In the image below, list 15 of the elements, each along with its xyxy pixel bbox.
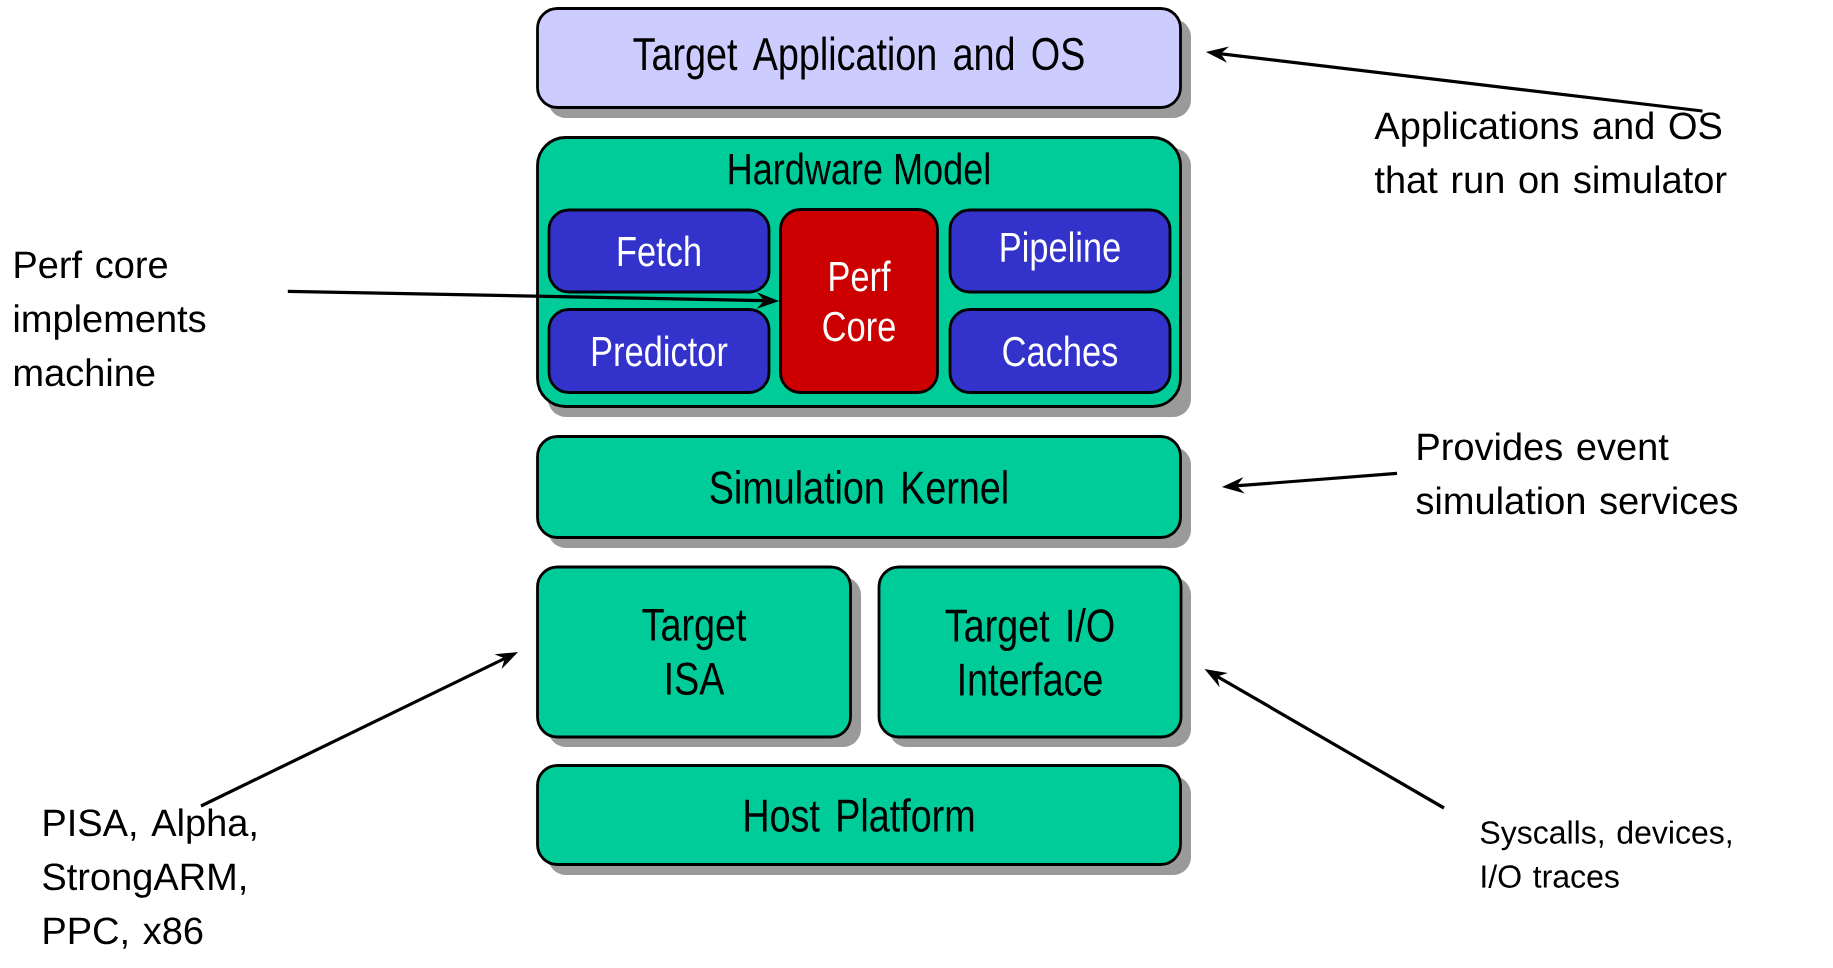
layer-box: Simulation Kernel — [536, 435, 1191, 548]
annotation-text: Applications and OS that run on simulator — [1374, 111, 1727, 194]
layer-box: Target I/O Interface — [877, 565, 1191, 747]
annotation-text: Perf core implements machine — [14, 250, 206, 387]
layer-box: Host Platform — [536, 764, 1191, 875]
annotation-text: Provides event simulation services — [1416, 432, 1738, 515]
annotation-text: Syscalls, devices, I/O traces — [1480, 820, 1731, 888]
module-box: Predictor — [547, 308, 771, 394]
annotation-text: PISA, Alpha, StrongARM, PPC, x86 — [43, 808, 256, 949]
layer-box: Target Application and OS — [536, 7, 1191, 118]
module-box: Fetch — [547, 208, 771, 294]
core-box: Perf Core — [779, 208, 939, 394]
module-box: Pipeline — [948, 208, 1172, 294]
module-box: Caches — [948, 308, 1172, 394]
layer-box: Target ISA — [536, 565, 861, 747]
